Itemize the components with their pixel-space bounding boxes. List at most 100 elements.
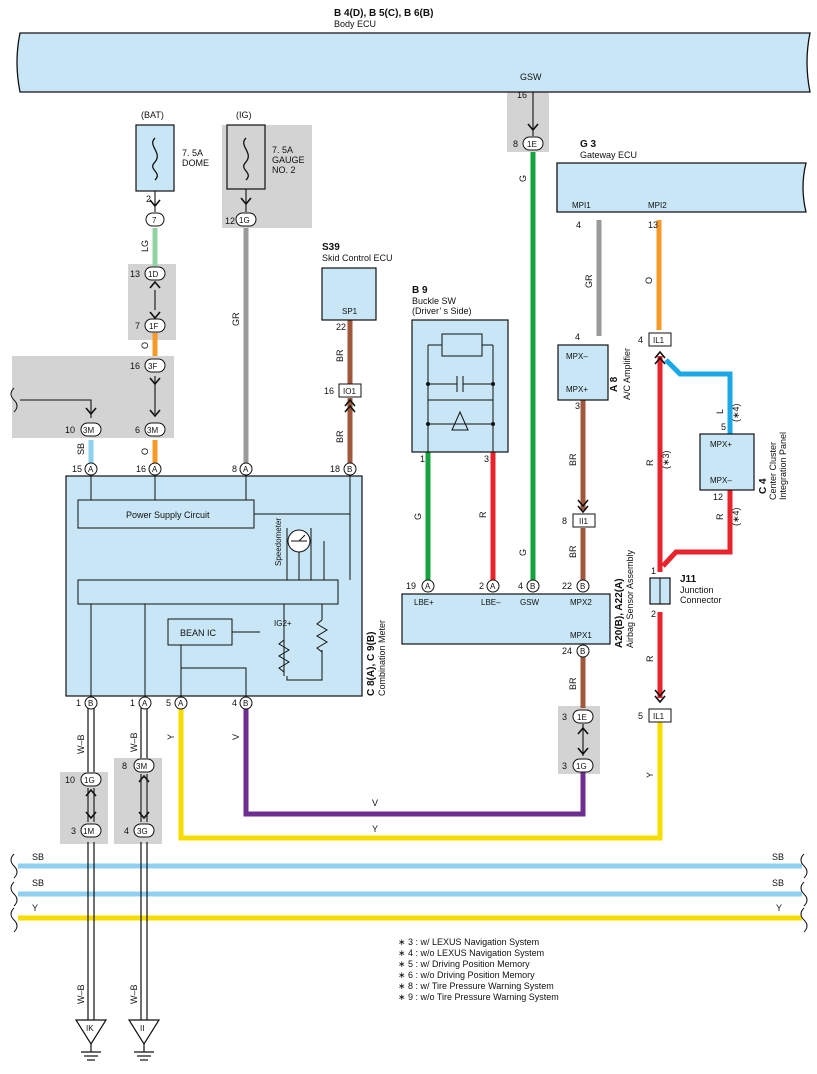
svg-text:IO1: IO1 (343, 387, 356, 396)
svg-text:1G: 1G (84, 776, 95, 785)
svg-text:10: 10 (65, 425, 75, 435)
svg-text:1M: 1M (83, 827, 94, 836)
svg-text:7: 7 (152, 216, 157, 225)
svg-text:1G: 1G (576, 762, 587, 771)
ground-ik: IK (86, 1024, 94, 1033)
skid-code: S39 (322, 242, 340, 253)
svg-text:G: G (518, 549, 528, 556)
svg-text:G: G (518, 175, 528, 182)
svg-text:BR: BR (568, 677, 578, 690)
svg-text:1: 1 (651, 566, 656, 576)
fuse-gauge: (IG) 7. 5A GAUGE NO. 2 (226, 110, 305, 190)
svg-text:IL1: IL1 (653, 712, 665, 721)
svg-text:16: 16 (517, 90, 527, 100)
svg-text:4: 4 (518, 581, 523, 591)
svg-text:3: 3 (562, 761, 567, 771)
ac-code: A 8 (609, 376, 620, 392)
ac-amplifier: MPX– MPX+ A 8 A/C Amplifier (557, 344, 632, 401)
svg-text:2: 2 (146, 194, 151, 204)
conn-1G-bottom: 1G (572, 758, 594, 773)
svg-text:SB: SB (76, 443, 86, 455)
svg-text:B: B (530, 582, 535, 591)
svg-text:5: 5 (721, 422, 726, 432)
svg-text:R: R (645, 459, 655, 466)
junction-name2: Connector (680, 595, 722, 605)
gateway-mpi1: MPI1 (572, 201, 591, 210)
conn-1D: 1D (144, 266, 166, 281)
svg-text:1E: 1E (577, 713, 587, 722)
conn-1G-left: 1G (80, 772, 102, 787)
svg-text:BR: BR (335, 430, 345, 443)
fuse-dome-source: (BAT) (141, 110, 164, 120)
cluster-mpx-minus: MPX– (710, 476, 732, 485)
svg-text:BR: BR (335, 349, 345, 362)
airbag-sensor-assembly: LBE+ LBE– GSW MPX2 MPX1 A20(B), A22(A) A… (401, 549, 635, 648)
svg-text:B: B (580, 582, 585, 591)
svg-text:1: 1 (420, 454, 425, 464)
svg-text:8: 8 (232, 464, 237, 474)
svg-text:Y: Y (32, 903, 38, 913)
svg-text:3F: 3F (148, 362, 157, 371)
svg-text:3G: 3G (137, 827, 148, 836)
svg-text:SB: SB (772, 878, 784, 888)
svg-text:(∗3): (∗3) (661, 450, 671, 469)
fuse-gauge-name2: NO. 2 (272, 165, 296, 175)
svg-text:A: A (243, 465, 249, 474)
ground-ii: II (140, 1024, 144, 1033)
airbag-lbe-minus: LBE– (481, 598, 501, 607)
airbag-mpx2: MPX2 (570, 598, 592, 607)
buckle-name1: Buckle SW (412, 296, 457, 306)
svg-text:3: 3 (71, 826, 76, 836)
conn-7: 7 (145, 212, 165, 227)
svg-text:3M: 3M (147, 426, 158, 435)
airbag-gsw: GSW (520, 598, 540, 607)
conn-3F: 3F (144, 358, 166, 373)
svg-text:(∗4): (∗4) (731, 507, 741, 526)
center-cluster-panel: MPX+ MPX– C 4 Center Cluster Integration… (699, 432, 788, 500)
svg-text:SB: SB (32, 852, 44, 862)
svg-text:7: 7 (135, 321, 140, 331)
junction-name1: Junction (680, 585, 714, 595)
junction-connector: J11 Junction Connector (649, 574, 722, 605)
note-6: ∗ 9 : w/o Tire Pressure Warning System (398, 992, 559, 1002)
svg-text:1: 1 (130, 698, 135, 708)
svg-text:O: O (140, 448, 150, 455)
conn-3M-left: 3M (133, 758, 155, 773)
svg-text:A: A (152, 465, 158, 474)
skid-name: Skid Control ECU (322, 253, 393, 263)
svg-text:13: 13 (648, 220, 658, 230)
svg-text:B: B (347, 465, 352, 474)
svg-text:SB: SB (772, 852, 784, 862)
svg-text:3: 3 (562, 712, 567, 722)
svg-text:W–B: W–B (129, 984, 139, 1004)
svg-text:GR: GR (584, 274, 594, 288)
meter-bean-ic: BEAN IC (180, 628, 217, 638)
svg-text:22: 22 (336, 322, 346, 332)
svg-text:W–B: W–B (76, 984, 86, 1004)
wire-l (664, 358, 733, 434)
conn-1E-bottom: 1E (572, 709, 594, 724)
note-4: ∗ 6 : w/o Driving Position Memory (398, 970, 535, 980)
svg-text:5: 5 (166, 698, 171, 708)
note-1: ∗ 3 : w/ LEXUS Navigation System (398, 937, 539, 947)
svg-text:B: B (243, 699, 248, 708)
svg-text:A: A (142, 699, 148, 708)
svg-text:16: 16 (136, 464, 146, 474)
svg-text:B: B (580, 647, 585, 656)
buckle-name2: (Driver’ s Side) (412, 306, 472, 316)
wires (18, 92, 802, 1020)
svg-text:12: 12 (713, 492, 723, 502)
footnotes: ∗ 3 : w/ LEXUS Navigation System ∗ 4 : w… (398, 937, 559, 1002)
ac-name: A/C Amplifier (622, 348, 632, 400)
cluster-name2: Integration Panel (778, 432, 788, 500)
grounds: IK II (74, 1019, 161, 1061)
body-ecu-gsw: GSW (520, 72, 542, 82)
meter-psc: Power Supply Circuit (126, 510, 210, 520)
note-2: ∗ 4 : w/o LEXUS Navigation System (398, 948, 544, 958)
note-5: ∗ 8 : w/ Tire Pressure Warning System (398, 981, 554, 991)
ac-mpx-minus: MPX– (566, 352, 588, 361)
gateway-ecu-code: G 3 (580, 139, 597, 150)
svg-text:O: O (644, 277, 654, 284)
meter-code: C 8(A), C 9(B) (366, 632, 377, 696)
